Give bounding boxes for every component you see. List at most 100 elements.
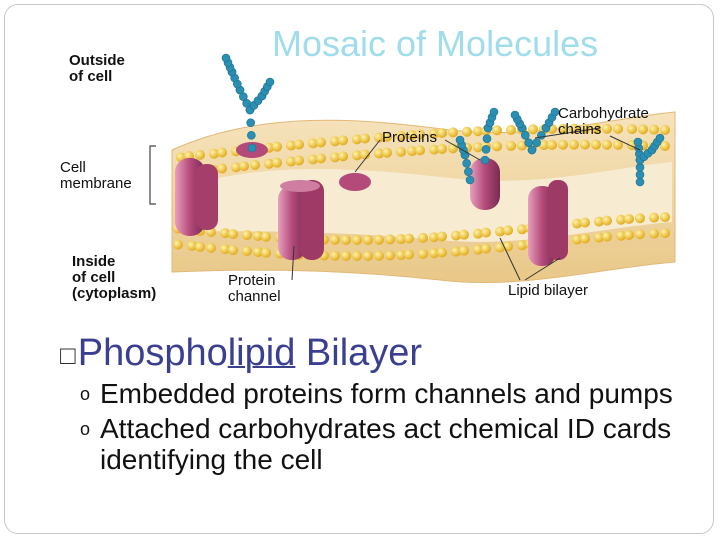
lipid-head: [547, 139, 557, 150]
lipid-head: [231, 162, 241, 173]
lipid-head: [308, 154, 318, 165]
sugar-bead: [532, 138, 541, 147]
lipid-head: [660, 228, 670, 239]
lipid-head: [506, 124, 516, 135]
sugar-bead: [635, 170, 645, 179]
lipid-head: [437, 231, 447, 242]
sugar-bead: [527, 145, 537, 155]
lipid-head: [217, 163, 227, 174]
lipid-head: [228, 229, 238, 240]
lipid-head: [602, 123, 612, 134]
lipid-head: [330, 250, 340, 261]
lipid-head: [506, 140, 516, 151]
lipid-head: [594, 216, 604, 227]
lipid-head: [437, 127, 447, 138]
sugar-bead: [633, 137, 643, 147]
lipid-head: [360, 149, 370, 160]
lipid-head: [473, 142, 483, 153]
label-proteins: Proteins: [382, 129, 438, 146]
lipid-head: [220, 244, 230, 255]
lipid-head: [374, 250, 384, 261]
bullet-item: o Attached carbohydrates act chemical ID…: [80, 413, 700, 475]
lipid-head: [173, 239, 183, 250]
lipid-head: [429, 232, 439, 243]
protein-right-glyco: [470, 158, 568, 266]
lipid-head: [462, 126, 472, 137]
sugar-bead: [635, 177, 645, 187]
lipid-head: [253, 230, 263, 241]
lipid-head: [396, 146, 406, 157]
lipid-head: [624, 229, 634, 240]
slide-title: Mosaic of Molecules: [272, 23, 599, 64]
sugar-bead: [550, 107, 560, 117]
lipid-head: [360, 133, 370, 144]
sugar-bead: [247, 131, 256, 140]
lipid-head: [330, 234, 340, 245]
label-protein-channel: Protein channel: [228, 272, 281, 305]
lipid-head: [638, 124, 648, 135]
lipid-head: [481, 227, 491, 238]
sugar-bead: [655, 133, 665, 143]
sugar-bead: [462, 159, 471, 168]
lipid-head: [660, 140, 670, 151]
lipid-head: [558, 123, 568, 134]
lipid-head: [415, 145, 425, 156]
lipid-head: [407, 146, 417, 157]
sugar-bead: [265, 77, 275, 87]
lipid-head: [242, 230, 252, 241]
bullet-text: Attached carbohydrates act chemical ID c…: [100, 413, 672, 475]
lipid-head: [206, 243, 216, 254]
lipid-head: [602, 139, 612, 150]
lipid-head: [250, 159, 260, 170]
sugar-bead: [489, 107, 499, 117]
lipid-head: [338, 135, 348, 146]
bullet-list: o Embedded proteins form channels and pu…: [80, 378, 700, 479]
lipid-head: [613, 139, 623, 150]
lipid-head: [635, 229, 645, 240]
lipid-head: [261, 231, 271, 242]
circle-bullet-icon: o: [80, 384, 91, 404]
lipid-head: [602, 215, 612, 226]
lipid-head: [437, 247, 447, 258]
lipid-head: [591, 139, 601, 150]
lipid-head: [437, 143, 447, 154]
lipid-head: [261, 247, 271, 258]
lipid-head: [429, 144, 439, 155]
lipid-head: [473, 126, 483, 137]
heading-part-3: Bilayer: [295, 332, 423, 374]
lipid-head: [503, 225, 513, 236]
bullet-text: Embedded proteins form channels and pump…: [100, 378, 673, 409]
lipid-head: [396, 130, 406, 141]
lipid-head: [341, 250, 351, 261]
heading-part-2: lipid: [227, 332, 296, 374]
lipid-head: [404, 249, 414, 260]
lipid-head: [316, 137, 326, 148]
membrane-bracket: [149, 145, 156, 205]
lipid-head: [352, 250, 362, 261]
lipid-head: [396, 250, 406, 261]
lipid-head: [572, 234, 582, 245]
lipid-head: [649, 124, 659, 135]
label-lipid-bilayer: Lipid bilayer: [508, 282, 589, 299]
lipid-head: [418, 248, 428, 259]
lipid-head: [569, 139, 579, 150]
sugar-bead: [521, 131, 530, 140]
leader-lines: [291, 127, 641, 281]
sugar-bead: [510, 110, 520, 120]
lipid-head: [580, 139, 590, 150]
lipid-head: [539, 140, 549, 151]
lipid-head: [195, 241, 205, 252]
label-carbohydrate-chains: Carbohydrate chains: [558, 105, 649, 138]
protein-channel: [278, 180, 324, 260]
lipid-head: [272, 141, 282, 152]
lipid-head: [264, 158, 274, 169]
lipid-head: [473, 228, 483, 239]
sugar-bead: [524, 138, 533, 147]
lipid-head: [374, 234, 384, 245]
lipid-head: [209, 148, 219, 159]
sugar-bead: [635, 163, 645, 172]
lipid-head: [385, 234, 395, 245]
lipid-head: [374, 148, 384, 159]
lipid-head: [330, 136, 340, 147]
lipid-head: [613, 123, 623, 134]
